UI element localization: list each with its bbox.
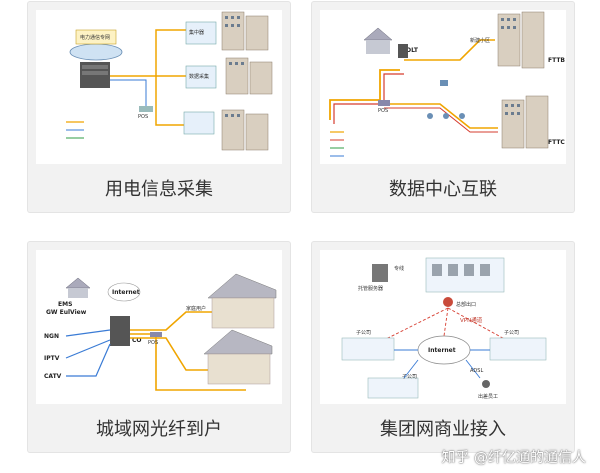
card-datacenter-interconnect[interactable]: OLT POS 新建小区 FTT (312, 2, 574, 212)
card-power-data-collection[interactable]: 电力通信专网 POS 集中器 数据采集 (28, 2, 290, 212)
card2-label-3: POS (378, 108, 388, 114)
card3-label-1: NGN (44, 333, 59, 340)
card-caption: 城域网光纤到户 (96, 419, 222, 440)
card4-label-4: 子公司 (356, 329, 371, 336)
card4-label-0: 专线 (394, 265, 404, 272)
power-data-collection-diagram: 电力通信专网 POS 集中器 数据采集 (36, 10, 282, 164)
card4-label-9: 出差员工 (478, 393, 498, 400)
card-caption: 集团网商业接入 (380, 419, 506, 440)
metro-fttx-diagram: EMS GW EulView Internet NGN IPTV CATV CO… (36, 250, 282, 404)
card3-label-4: CO (132, 337, 142, 344)
card3-label-6: EMS (58, 301, 72, 308)
card3-label-0: Internet (112, 289, 140, 296)
card4-label-2: 总部出口 (456, 301, 476, 308)
watermark-text: 知乎 @纤亿通的通信人 (441, 450, 586, 466)
card2-label-2: FTTC (548, 139, 565, 146)
card1-label-0: 电力通信专网 (80, 34, 110, 41)
card3-label-5: GW EulView (46, 309, 87, 316)
card-enterprise-access[interactable]: 专线 托管服务器 总部出口 Internet VPN通道 子公司 子公司 子公司 (312, 242, 574, 452)
card2-label-4: 新建小区 (470, 37, 490, 44)
card3-label-7: 家庭用户 (186, 305, 206, 312)
card1-label-1: 集中器 (189, 29, 204, 36)
datacenter-interconnect-diagram: OLT POS 新建小区 FTT (320, 10, 566, 164)
card2-label-0: OLT (406, 47, 419, 54)
card-caption: 数据中心互联 (389, 179, 497, 200)
card3-label-2: IPTV (44, 355, 60, 362)
card3-label-8: POS (148, 340, 158, 346)
card2-label-1: FTTB (548, 57, 565, 64)
card3-label-3: CATV (44, 373, 62, 380)
card4-label-7: ADSL (470, 368, 483, 374)
card4-label-5: Internet (428, 347, 456, 354)
card4-label-6: 子公司 (504, 329, 519, 336)
enterprise-access-diagram: 专线 托管服务器 总部出口 Internet VPN通道 子公司 子公司 子公司 (320, 250, 566, 404)
card4-label-8: 子公司 (402, 373, 417, 380)
card1-label-2: 数据采集 (189, 73, 209, 80)
card1-label-3: POS (138, 114, 148, 120)
card4-label-3: VPN通道 (460, 316, 483, 324)
card-metro-fttx[interactable]: EMS GW EulView Internet NGN IPTV CATV CO… (28, 242, 290, 452)
card4-label-1: 托管服务器 (358, 285, 383, 292)
card-caption: 用电信息采集 (105, 179, 213, 200)
